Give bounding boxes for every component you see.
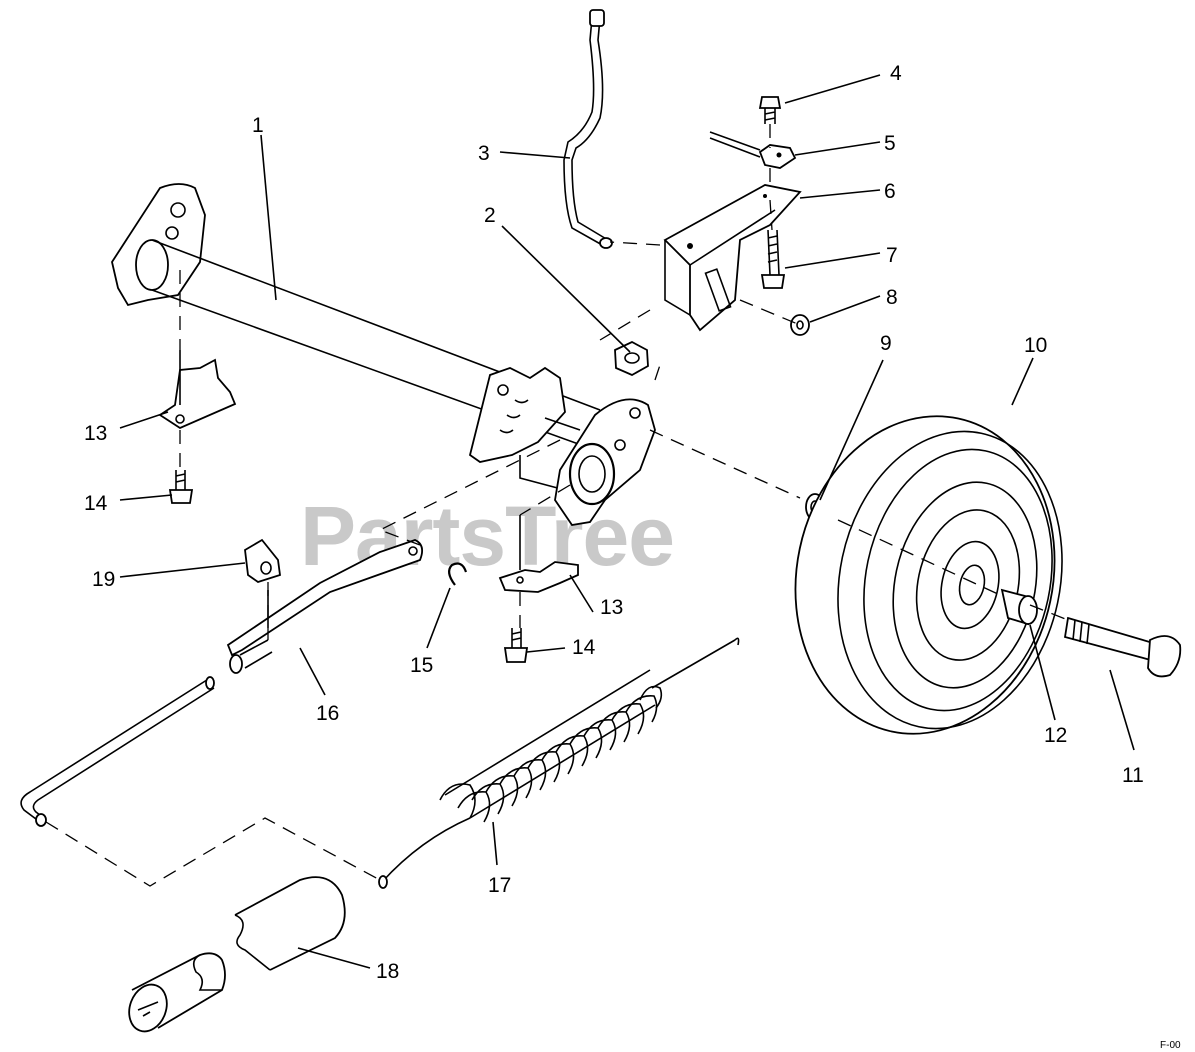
callout-4[interactable]: 4 [890,62,902,85]
callout-9[interactable]: 9 [880,332,892,355]
footer-reference: F-00 [1160,1040,1181,1051]
callout-16[interactable]: 16 [316,702,339,725]
handle-grip-18[interactable] [123,876,346,1037]
callout-11[interactable]: 11 [1122,764,1144,787]
callout-14-right[interactable]: 14 [572,636,596,659]
callout-18[interactable]: 18 [376,960,399,983]
callout-7[interactable]: 7 [886,244,898,267]
shoulder-bolt-11[interactable] [1063,616,1182,678]
hex-nut[interactable] [614,340,649,377]
mounting-bracket-6[interactable] [663,184,802,332]
screw-14-left[interactable] [168,470,194,504]
alignment-lines [45,124,1069,887]
lever-rod-16[interactable] [226,539,424,674]
leader-lines [119,74,1135,969]
screw-4[interactable] [758,96,782,124]
callout-15[interactable]: 15 [410,654,433,677]
callout-6[interactable]: 6 [884,180,896,203]
callout-10[interactable]: 10 [1024,334,1047,357]
wheel[interactable] [767,392,1089,758]
l-rod[interactable] [20,676,215,827]
bent-rod[interactable] [563,9,613,249]
callout-12[interactable]: 12 [1044,724,1067,747]
callout-19[interactable]: 19 [92,568,115,591]
callout-13-right[interactable]: 13 [600,596,623,619]
callout-1[interactable]: 1 [252,114,264,137]
callout-8[interactable]: 8 [886,286,898,309]
callout-13-left[interactable]: 13 [84,422,107,445]
callout-5[interactable]: 5 [884,132,896,155]
spring-17[interactable] [378,637,740,889]
screw-7[interactable] [760,229,786,289]
callout-14-left[interactable]: 14 [84,492,108,515]
clip-13-left[interactable] [158,350,237,430]
clip-13-right[interactable] [498,515,579,593]
callout-labels: 1 2 3 4 5 6 7 8 9 10 11 12 13 13 14 14 1… [84,62,1144,983]
callout-3[interactable]: 3 [478,142,490,165]
screw-14-right[interactable] [503,628,529,663]
callout-17[interactable]: 17 [488,874,511,897]
spacer-12[interactable] [1000,588,1038,626]
cable-clip-5[interactable] [709,131,797,169]
axle-tube[interactable] [111,183,656,526]
washer-8[interactable] [790,314,810,336]
retaining-ring-15[interactable] [448,562,468,586]
callout-2[interactable]: 2 [484,204,496,227]
